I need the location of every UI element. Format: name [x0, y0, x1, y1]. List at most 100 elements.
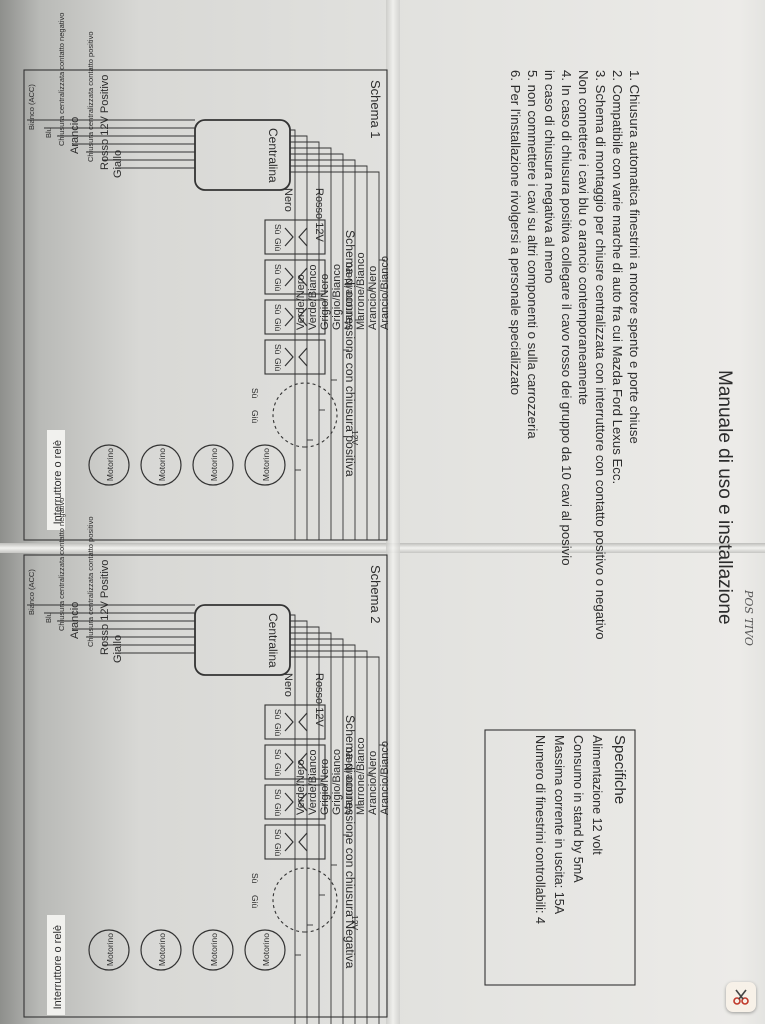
s2-relay-strip — [47, 915, 65, 1015]
specs-box — [484, 729, 636, 986]
s1-bundle-wire-label: Arancio/Nero — [367, 265, 379, 330]
s2-motor — [192, 929, 234, 971]
s1-bundle-wire — [290, 135, 308, 540]
s1-relay-su-label: Sù — [250, 388, 260, 399]
s1-bundle-wire-label: Marrone/Bianco — [355, 252, 367, 330]
specs-panel: Specifiche Alimentazione 12 volt Consumo… — [530, 735, 629, 924]
s1-bundle-wire — [290, 153, 344, 540]
s1-giu-label: Giù — [273, 278, 283, 292]
instruction-line: 1. Chiusura automatica finestrini a moto… — [627, 70, 642, 444]
s2-bundle-wire-label: Grigio/Nero — [319, 758, 331, 815]
s2-motor — [140, 929, 182, 971]
s2-wire-arancio-note-label: Chiusura centralizzata contatto positivo — [86, 516, 95, 648]
s1-bundle-wire — [290, 165, 368, 540]
instruction-line: 5. non commettere i cavi su altri compon… — [525, 70, 540, 439]
s1-giu-label: Giù — [273, 318, 283, 332]
s1-motor — [192, 444, 234, 486]
s2-motor-label: Motorino — [105, 933, 115, 967]
spec-item: Consumo in stand by 5mA — [571, 735, 585, 883]
s2-wire-blu-note-label: Chiusura centralizzata contatto negativo — [57, 497, 66, 631]
s1-relay-giu-label: Giù — [250, 410, 260, 424]
s1-switch-module — [264, 219, 326, 255]
s1-giu-label: Giù — [273, 358, 283, 372]
s1-motor-label: Motorino — [105, 448, 115, 482]
s2-bundle-wire-label: Verde/Nero — [295, 759, 307, 815]
s1-motor — [244, 444, 286, 486]
s2-giu-label: Giù — [273, 803, 283, 817]
s1-bundle-wire — [290, 171, 380, 540]
handwritten-note: POS TIVO — [742, 590, 755, 646]
s1-motor — [88, 444, 130, 486]
s2-motor — [88, 929, 130, 971]
s2-relay-su-label: Sù — [250, 873, 260, 884]
s1-bundle-wire — [290, 129, 296, 540]
instructions-list: 1. Chiusura automatica finestrini a moto… — [507, 70, 643, 640]
s2-giu-label: Giù — [273, 843, 283, 857]
s2-motor-label: Motorino — [209, 933, 219, 967]
s2-su-label: Sù — [273, 749, 283, 760]
s1-switch-module — [264, 259, 326, 295]
instruction-line: 3. Schema di montaggio per chiusre centr… — [593, 70, 608, 640]
s2-switch-arrow-icon — [284, 752, 308, 772]
s2-switch-module — [264, 824, 326, 860]
s2-su-label: Sù — [273, 829, 283, 840]
s2-bundle-wire-label: Marrone/Nero — [343, 747, 355, 815]
app-badge-icon[interactable] — [726, 982, 756, 1012]
s2-controller-box — [194, 604, 291, 676]
schema2-diagram — [27, 604, 385, 1024]
s2-relay-label: Interruttore o relè — [52, 925, 64, 1010]
s1-switch-arrow-icon — [284, 227, 308, 247]
s1-wire-arancio-label: Arancio — [69, 116, 81, 154]
s2-wire-rosso-positivo-label: Rosso 12V Positivo — [99, 559, 111, 655]
s2-bundle-wire-label: Arancio/Bianco — [379, 741, 391, 815]
fold-crease-vertical — [386, 0, 400, 1024]
s2-giu-label: Giù — [273, 763, 283, 777]
s1-motor-label: Motorino — [157, 448, 167, 482]
s1-switch-arrow-icon — [284, 347, 308, 367]
s2-bundle-wire — [290, 650, 368, 1024]
specs-title: Specifiche — [611, 735, 628, 805]
s2-motor — [244, 929, 286, 971]
s1-bundle-wire-label: Grigio/Bianco — [331, 263, 343, 330]
s1-relay-strip — [47, 430, 65, 530]
s1-motor-label: Motorino — [261, 448, 271, 482]
s2-bundle-wire-label: Marrone/Bianco — [355, 737, 367, 815]
s2-switch-arrow-icon — [284, 712, 308, 732]
s2-12v-label: 12V — [350, 915, 360, 931]
s2-bundle-wire — [290, 614, 296, 1024]
spec-item: Numero di finestrini controllabili: 4 — [533, 735, 547, 924]
s1-switch-arrow-icon — [284, 267, 308, 287]
s2-switch-module — [264, 704, 326, 740]
document-title: Manuale di uso e installazione — [714, 370, 735, 625]
instruction-line: Non connettere i cavi blu o arancio cont… — [576, 70, 591, 406]
s1-bundle-wire-label: Verde/Nero — [295, 274, 307, 330]
s2-switch-module — [264, 744, 326, 780]
s1-bundle-wire-label: Verde/Bianco — [307, 264, 319, 330]
s1-motor — [140, 444, 182, 486]
s1-switch-arrow-icon — [284, 307, 308, 327]
s1-bundle-wire — [290, 141, 320, 540]
s2-bundle-wire — [290, 632, 332, 1024]
s1-12v-label: 12V — [350, 430, 360, 446]
s1-bundle-wire — [290, 147, 332, 540]
s1-wire-blu-note-label: Chiusura centralizzata contatto negativo — [57, 12, 66, 146]
s2-relay-giu-label: Giù — [250, 895, 260, 909]
s1-switch-module — [264, 299, 326, 335]
s2-bundle-wire — [290, 638, 344, 1024]
s1-bundle-wire-label: Arancio/Bianco — [379, 256, 391, 330]
s2-wire-arancio-label: Arancio — [69, 601, 81, 639]
s1-wire-rosso-positivo-label: Rosso 12V Positivo — [99, 74, 111, 170]
s2-motor-label: Motorino — [157, 933, 167, 967]
s2-controller-label: Centralina — [266, 613, 280, 668]
s2-giu-label: Giù — [273, 723, 283, 737]
s1-controller-label: Centralina — [266, 128, 280, 183]
schema1-diagram — [27, 119, 385, 540]
s1-wire-arancio-note-label: Chiusura centralizzata contatto positivo — [86, 31, 95, 163]
s2-bundle-wire — [290, 626, 320, 1024]
s2-bundle-wire — [290, 644, 356, 1024]
s2-switch-arrow-icon — [284, 832, 308, 852]
s2-switch-arrow-icon — [284, 792, 308, 812]
